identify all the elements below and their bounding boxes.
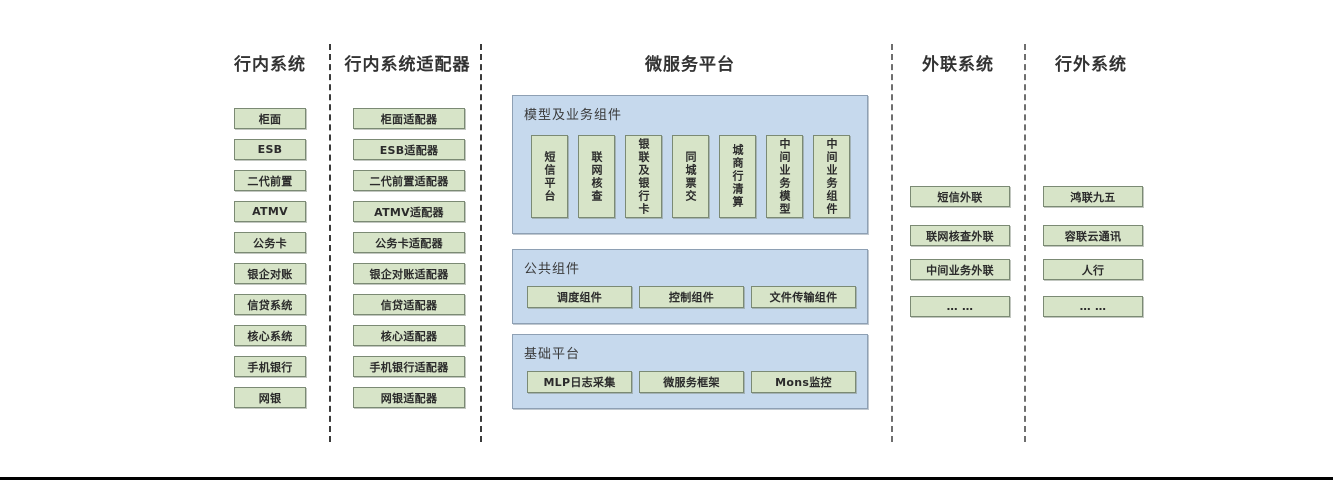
- column-title-microservice-platform: 微服务平台: [645, 55, 735, 75]
- node-in-bank-system-1[interactable]: 柜面: [234, 108, 306, 129]
- node-in-bank-system-2[interactable]: ESB: [234, 139, 306, 160]
- node-in-bank-system-9[interactable]: 手机银行: [234, 356, 306, 377]
- panel-title-model-business-components: 模型及业务组件: [524, 108, 623, 123]
- node-in-bank-system-6[interactable]: 银企对账: [234, 263, 306, 284]
- node-base-platform-3[interactable]: Mons监控: [751, 371, 856, 393]
- node-model-component-3[interactable]: 银联及银行卡: [625, 135, 662, 218]
- bottom-divider: [0, 477, 1333, 480]
- node-out-of-bank-2[interactable]: 容联云通讯: [1043, 225, 1143, 246]
- node-public-component-2[interactable]: 控制组件: [639, 286, 744, 308]
- node-in-bank-system-10[interactable]: 网银: [234, 387, 306, 408]
- column-title-out-of-bank-systems: 行外系统: [1055, 55, 1127, 75]
- node-in-bank-adapter-4[interactable]: ATMV适配器: [353, 201, 465, 222]
- panel-title-public-components: 公共组件: [524, 262, 581, 277]
- node-out-of-bank-3[interactable]: 人行: [1043, 259, 1143, 280]
- node-in-bank-system-7[interactable]: 信贷系统: [234, 294, 306, 315]
- node-in-bank-adapter-8[interactable]: 核心适配器: [353, 325, 465, 346]
- node-model-component-4[interactable]: 同城票交: [672, 135, 709, 218]
- node-base-platform-1[interactable]: MLP日志采集: [527, 371, 632, 393]
- column-divider-4: [1024, 44, 1026, 442]
- node-in-bank-adapter-1[interactable]: 柜面适配器: [353, 108, 465, 129]
- node-in-bank-system-8[interactable]: 核心系统: [234, 325, 306, 346]
- node-in-bank-system-3[interactable]: 二代前置: [234, 170, 306, 191]
- node-in-bank-adapter-2[interactable]: ESB适配器: [353, 139, 465, 160]
- node-external-liaison-1[interactable]: 短信外联: [910, 186, 1010, 207]
- node-model-component-1[interactable]: 短信平台: [531, 135, 568, 218]
- node-out-of-bank-4[interactable]: … …: [1043, 296, 1143, 317]
- column-title-external-liaison-systems: 外联系统: [922, 55, 994, 75]
- column-title-in-bank-systems: 行内系统: [234, 55, 306, 75]
- column-title-in-bank-adapters: 行内系统适配器: [344, 55, 471, 75]
- node-in-bank-adapter-6[interactable]: 银企对账适配器: [353, 263, 465, 284]
- column-divider-2: [480, 44, 482, 442]
- node-in-bank-system-5[interactable]: 公务卡: [234, 232, 306, 253]
- panel-title-base-platform: 基础平台: [524, 347, 581, 362]
- column-divider-1: [329, 44, 331, 442]
- node-model-component-6[interactable]: 中间业务模型: [766, 135, 803, 218]
- node-in-bank-adapter-9[interactable]: 手机银行适配器: [353, 356, 465, 377]
- node-out-of-bank-1[interactable]: 鸿联九五: [1043, 186, 1143, 207]
- node-in-bank-adapter-5[interactable]: 公务卡适配器: [353, 232, 465, 253]
- node-model-component-2[interactable]: 联网核查: [578, 135, 615, 218]
- node-base-platform-2[interactable]: 微服务框架: [639, 371, 744, 393]
- node-external-liaison-4[interactable]: … …: [910, 296, 1010, 317]
- node-in-bank-system-4[interactable]: ATMV: [234, 201, 306, 222]
- node-model-component-7[interactable]: 中间业务组件: [813, 135, 850, 218]
- node-external-liaison-3[interactable]: 中间业务外联: [910, 259, 1010, 280]
- node-model-component-5[interactable]: 城商行清算: [719, 135, 756, 218]
- node-in-bank-adapter-10[interactable]: 网银适配器: [353, 387, 465, 408]
- node-public-component-1[interactable]: 调度组件: [527, 286, 632, 308]
- column-divider-3: [891, 44, 893, 442]
- node-external-liaison-2[interactable]: 联网核查外联: [910, 225, 1010, 246]
- node-public-component-3[interactable]: 文件传输组件: [751, 286, 856, 308]
- node-in-bank-adapter-3[interactable]: 二代前置适配器: [353, 170, 465, 191]
- node-in-bank-adapter-7[interactable]: 信贷适配器: [353, 294, 465, 315]
